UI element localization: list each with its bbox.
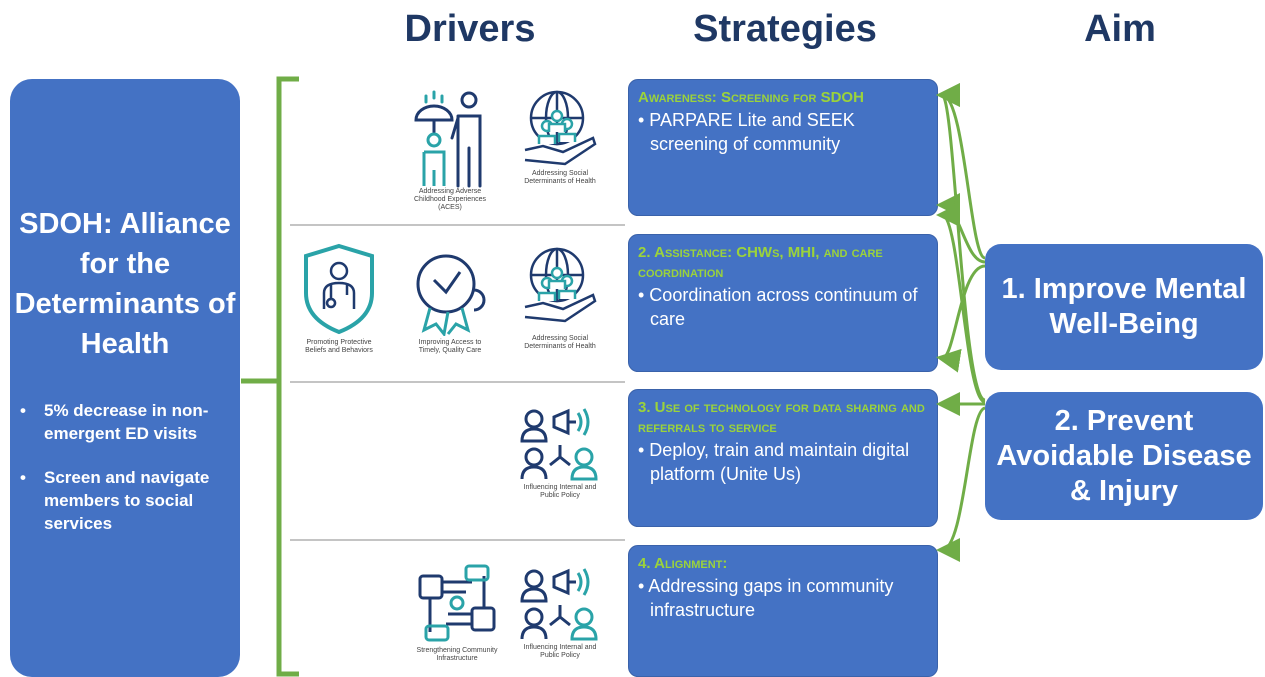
alliance-bullet-2: Screen and navigate members to social se… xyxy=(16,466,236,535)
arrow-7 xyxy=(936,406,986,562)
aim-box-1: 1. Improve Mental Well-Being xyxy=(985,244,1263,370)
strategy-box-4: 4. Alignment: • Addressing gaps in commu… xyxy=(628,545,938,677)
caption-policy-2: Influencing Internal and Public Policy xyxy=(523,644,597,659)
strategy-box-3: 3. Use of technology for data sharing an… xyxy=(628,389,938,527)
aim-box-2: 2. Prevent Avoidable Disease & Injury xyxy=(985,392,1263,520)
caption-community: Strengthening Community Infrastructure xyxy=(416,647,498,662)
strategy-title-3: 3. Use of technology for data sharing an… xyxy=(638,399,925,436)
strategy-title-4: 4. Alignment: xyxy=(638,555,728,572)
arrow-5 xyxy=(936,203,986,404)
strategy-box-2: 2. Assistance: CHWs, MHI, and care coord… xyxy=(628,234,938,372)
hands-infrastructure-icon xyxy=(418,564,496,642)
caption-sdoh-1: Addressing Social Determinants of Health xyxy=(524,170,596,185)
caption-protective: Promoting Protective Beliefs and Behavio… xyxy=(305,339,373,354)
alliance-bullets: 5% decrease in non-emergent ED visits Sc… xyxy=(16,399,236,556)
strategy-bullet-2: • Coordination across continuum of care xyxy=(638,285,918,329)
alliance-box: SDOH: Alliance for the Determinants of H… xyxy=(10,79,240,677)
arrow-2 xyxy=(936,193,986,264)
megaphone-people-icon xyxy=(520,408,598,481)
alliance-title: SDOH: Alliance for the Determinants of H… xyxy=(14,208,236,360)
strategy-title-1: Awareness: Screening for SDOH xyxy=(638,89,864,106)
header-strategies: Strategies xyxy=(693,8,877,50)
megaphone-people-icon-2 xyxy=(520,568,598,641)
strategy-bullet-3: • Deploy, train and maintain digital pla… xyxy=(638,440,910,484)
alliance-bullet-1: 5% decrease in non-emergent ED visits xyxy=(16,399,236,445)
strategy-bullet-1: • PARPARE Lite and SEEK screening of com… xyxy=(638,110,855,154)
globe-hand-icon xyxy=(524,90,597,166)
strategy-box-1: Awareness: Screening for SDOH • PARPARE … xyxy=(628,79,938,216)
clock-badge-icon xyxy=(416,254,486,336)
header-aim: Aim xyxy=(1084,8,1156,50)
green-bracket xyxy=(241,76,299,677)
strategy-title-2: 2. Assistance: CHWs, MHI, and care coord… xyxy=(638,244,883,281)
family-umbrella-icon xyxy=(414,90,482,188)
globe-hand-icon-2 xyxy=(524,247,597,323)
arrow-3 xyxy=(936,264,986,373)
caption-access: Improving Access to Timely, Quality Care xyxy=(418,339,482,354)
header-drivers: Drivers xyxy=(404,8,536,50)
caption-aces: Addressing Adverse Childhood Experiences… xyxy=(414,188,486,211)
strategy-bullet-4: • Addressing gaps in community infrastru… xyxy=(638,576,894,620)
shield-doctor-icon xyxy=(304,243,374,335)
caption-sdoh-2: Addressing Social Determinants of Health xyxy=(524,335,596,350)
caption-policy-1: Influencing Internal and Public Policy xyxy=(523,484,597,499)
